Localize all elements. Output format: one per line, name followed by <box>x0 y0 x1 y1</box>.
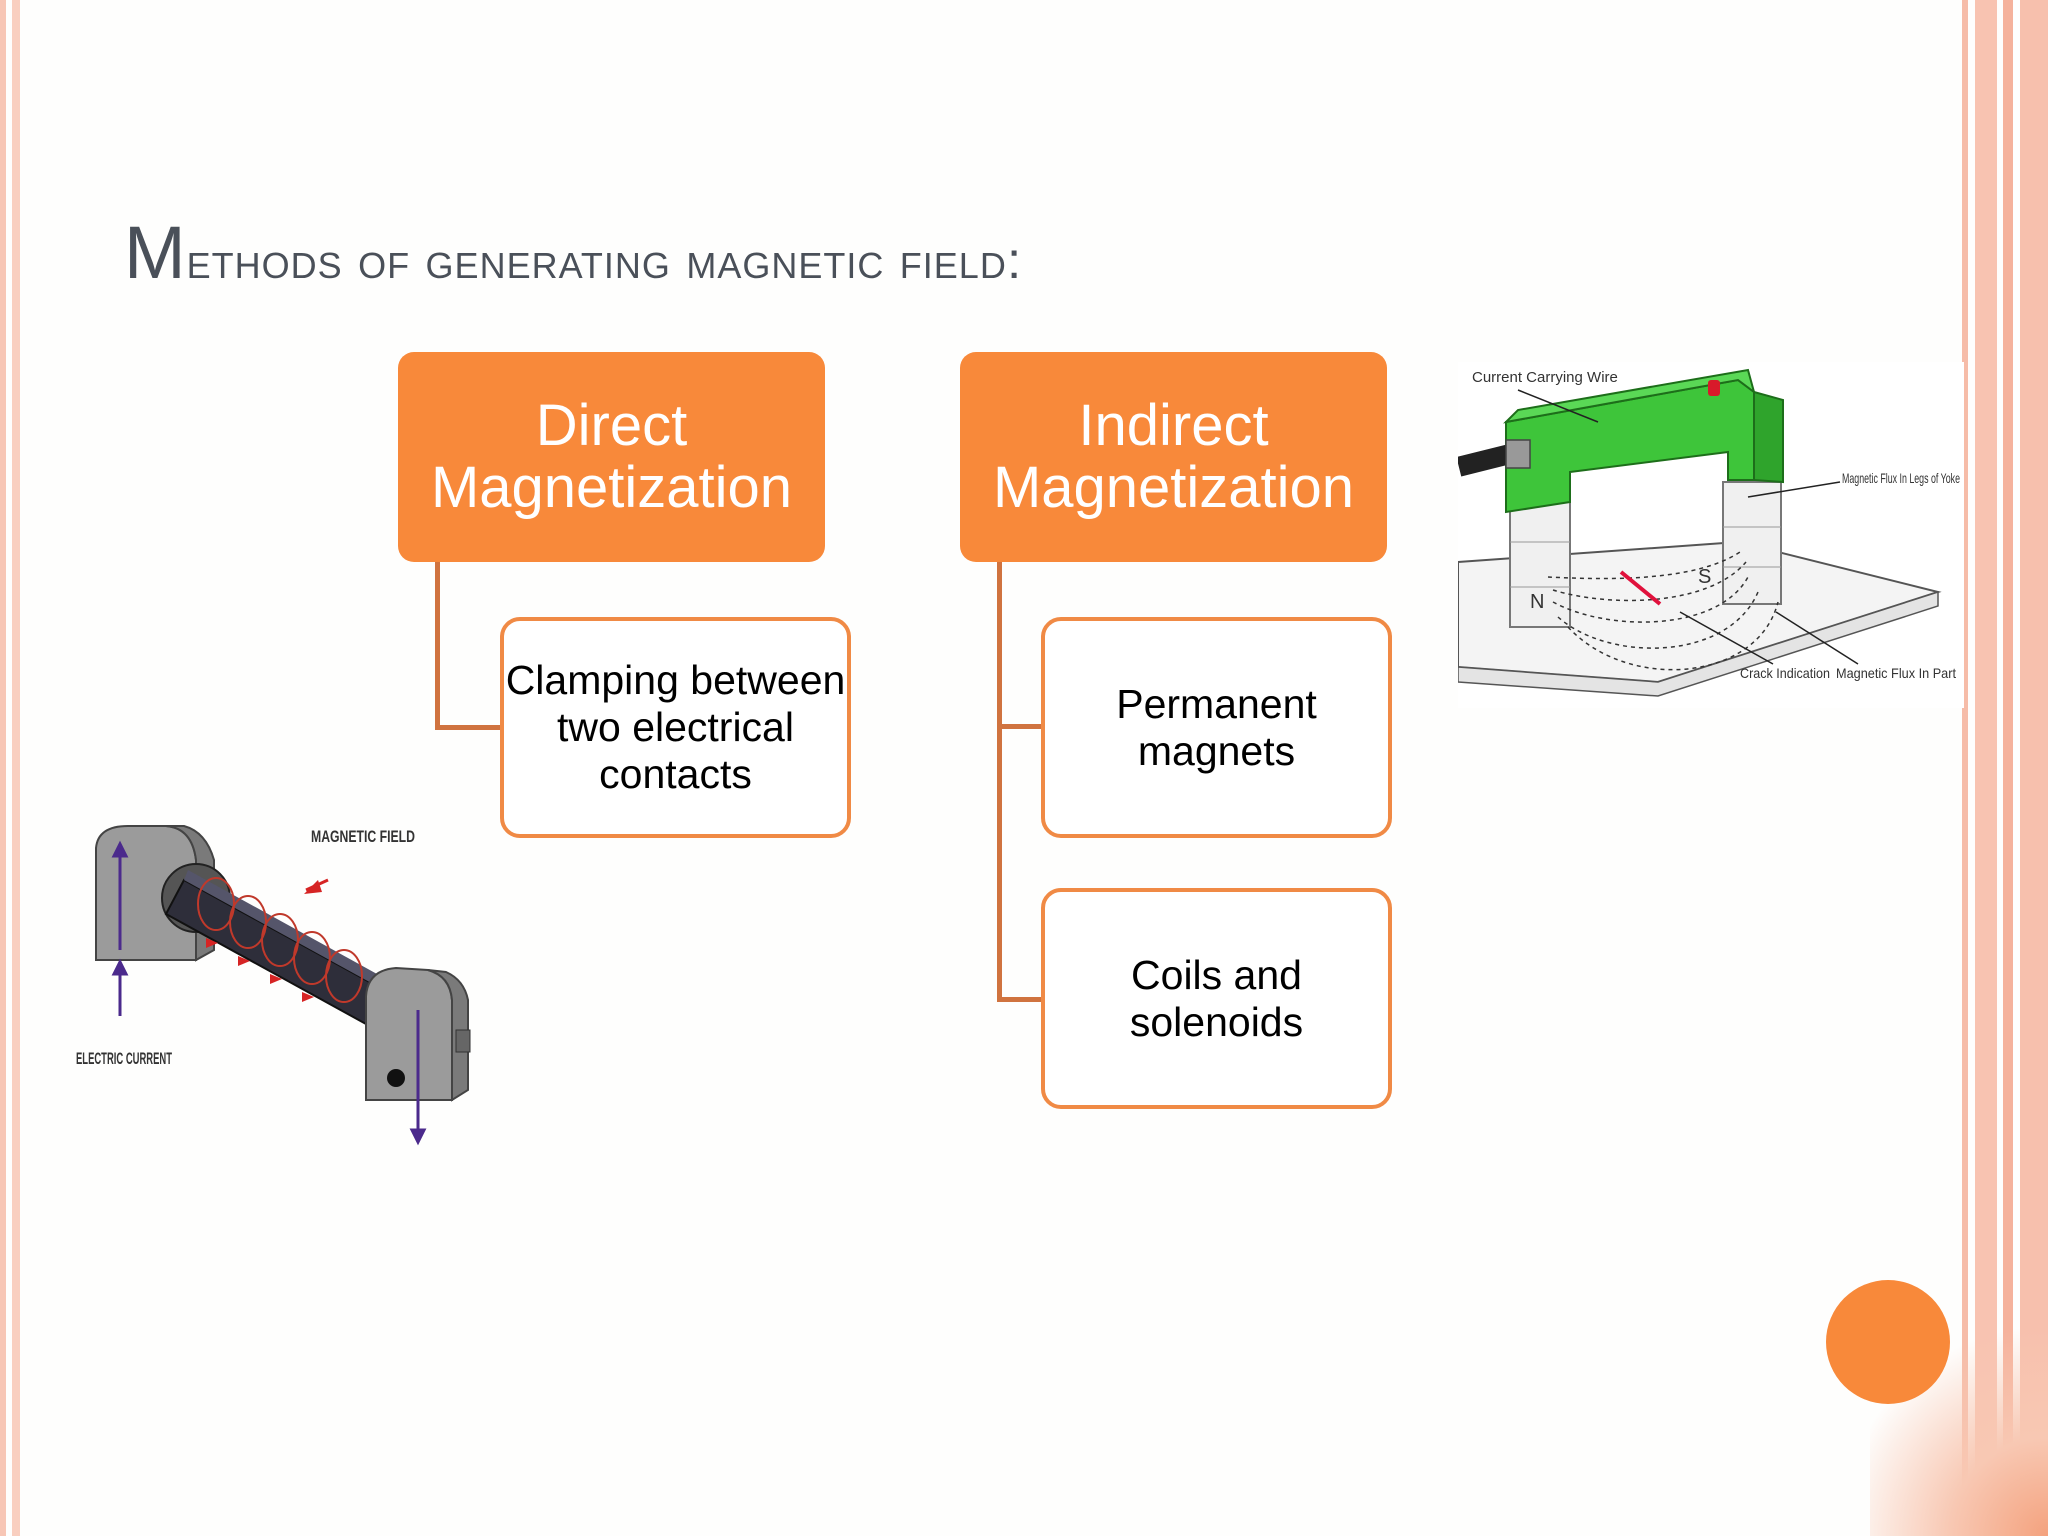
clamping-contacts-box: Clamping between two electrical contacts <box>500 617 851 838</box>
magnetic-field-label: MAGNETIC FIELD <box>311 827 415 846</box>
indirect-magnetization-label: Indirect Magnetization <box>992 393 1355 520</box>
slide-title: Methods of generating magnetic field: <box>124 210 1744 300</box>
north-pole-label: N <box>1530 591 1544 613</box>
permanent-magnets-box: Permanent magnets <box>1041 617 1392 838</box>
connector-line <box>997 997 1044 1002</box>
direct-magnetization-label: Direct Magnetization <box>430 393 793 520</box>
permanent-magnets-label: Permanent magnets <box>1116 680 1317 774</box>
title-rest: ethods of generating magnetic field: <box>186 232 1023 290</box>
right-border-stripe <box>2003 0 2013 1536</box>
wire-label: Current Carrying Wire <box>1472 369 1618 386</box>
accent-circle <box>1826 1280 1950 1404</box>
electric-current-label: ELECTRIC CURRENT <box>76 1049 172 1068</box>
south-pole-label: S <box>1698 566 1711 588</box>
left-border-stripe <box>12 0 20 1536</box>
contacts-diagram: MAGNETIC FIELD ELECTRIC CURRENT <box>76 825 471 1146</box>
coils-solenoids-box: Coils and solenoids <box>1041 888 1392 1109</box>
crack-label: Crack Indication <box>1740 665 1830 681</box>
connector-line <box>997 562 1002 1002</box>
connector-line <box>435 725 501 730</box>
title-first-letter: M <box>124 211 187 294</box>
left-border-stripe <box>0 0 6 1536</box>
indirect-magnetization-box: Indirect Magnetization <box>960 352 1387 562</box>
direct-magnetization-box: Direct Magnetization <box>398 352 825 562</box>
right-border-stripe <box>1962 0 1968 1536</box>
connector-line <box>435 562 440 730</box>
right-border-stripe <box>2020 0 2048 1536</box>
right-border-stripe <box>1975 0 1997 1536</box>
flux-part-label: Magnetic Flux In Part <box>1836 665 1956 681</box>
flux-yoke-label: Magnetic Flux In Legs of Yoke <box>1842 470 1960 486</box>
connector-line <box>997 724 1044 729</box>
yoke-diagram: Current Carrying Wire Magnetic Flux In L… <box>1458 362 1964 708</box>
clamping-contacts-label: Clamping between two electrical contacts <box>505 657 846 797</box>
coils-solenoids-label: Coils and solenoids <box>1129 951 1304 1045</box>
